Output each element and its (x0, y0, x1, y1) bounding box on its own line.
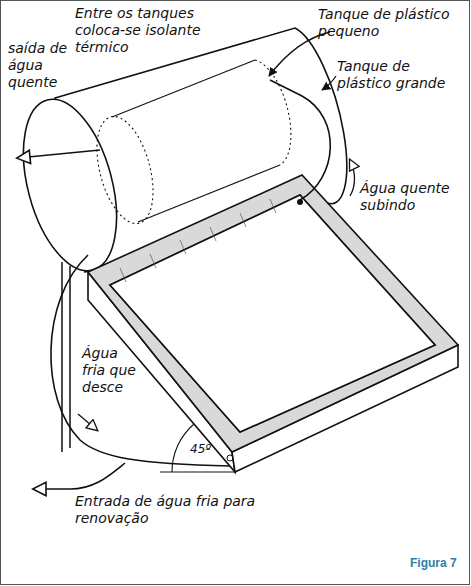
flow-arrows (78, 32, 355, 430)
figure-caption: Figura 7 (410, 556, 457, 570)
big-tank-label: Tanque de plástico grande (337, 58, 465, 92)
hot-outlet-label: saída de água quente (8, 40, 70, 91)
solar-collector (88, 175, 458, 472)
collector-hatching (120, 199, 276, 282)
hot-flow-label: Água quente subindo (360, 180, 458, 214)
small-tank-label: Tanque de plástico pequeno (318, 6, 458, 40)
cold-flow-label: Água fria que desce (82, 345, 144, 396)
angle-mark (160, 424, 235, 472)
cold-inlet-label: Entrada de água fria para renovação (75, 493, 305, 527)
angle-label: 45º (190, 441, 230, 458)
pipes (18, 80, 330, 489)
cold-pipe-joint (227, 455, 233, 461)
insulation-note: Entre os tanques coloca-se isolante térm… (75, 5, 225, 56)
